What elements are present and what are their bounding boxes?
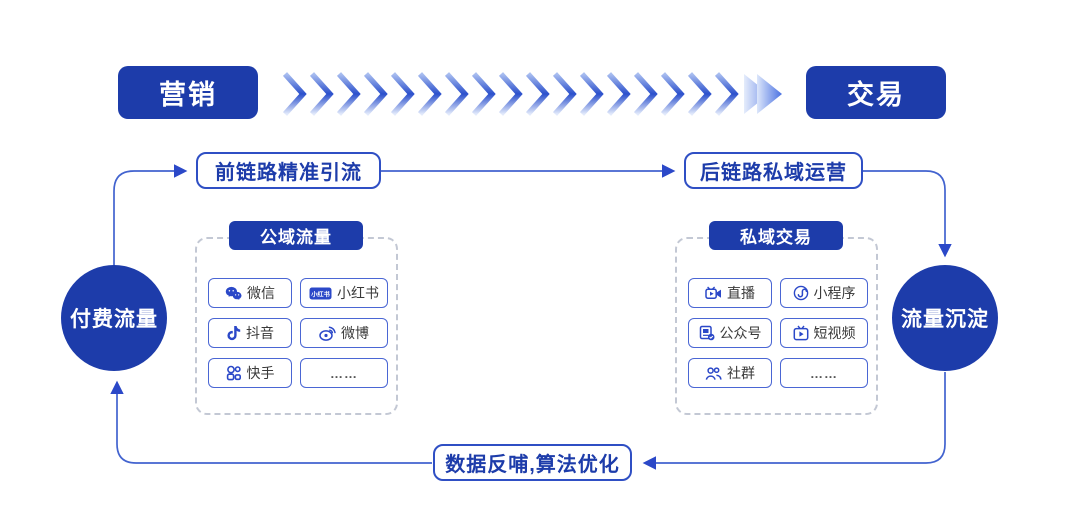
marketing-label: 营销	[159, 80, 217, 110]
live-icon	[705, 286, 721, 299]
traffic-retention-text: 流量沉淀	[901, 308, 989, 331]
chip-miniprogram-label: 小程序	[813, 285, 856, 301]
chip-kuaishou-label: 快手	[246, 365, 275, 381]
svg-text:小红书: 小红书	[310, 290, 330, 298]
front-link-text: 前链路精准引流	[215, 162, 362, 184]
chip-weibo-label: 微博	[341, 325, 369, 341]
chip-short-video: 短视频	[780, 318, 868, 348]
chip-public-more-label: ……	[330, 365, 358, 381]
private-trade-title: 私域交易	[709, 221, 843, 250]
public-traffic-title: 公域流量	[229, 221, 363, 250]
front-link-label: 前链路精准引流	[196, 152, 381, 189]
chip-weibo: 微博	[300, 318, 388, 348]
chip-xiaohongshu-label: 小红书	[337, 285, 379, 301]
paid-traffic-text: 付费流量	[70, 308, 158, 331]
back-link-label: 后链路私域运营	[684, 152, 863, 189]
marketing-button: 营销	[118, 66, 258, 119]
paid-traffic-node: 付费流量	[61, 265, 167, 371]
feedback-text: 数据反哺,算法优化	[445, 454, 620, 476]
chip-xiaohongshu: 小红书 小红书	[300, 278, 388, 308]
chip-official-account-label: 公众号	[719, 325, 762, 341]
chip-live-label: 直播	[727, 285, 755, 301]
chip-douyin-label: 抖音	[246, 325, 274, 341]
chip-kuaishou: 快手	[208, 358, 292, 388]
chip-wechat: 微信	[208, 278, 292, 308]
private-trade-chips: 直播 小程序 公众号 短视频	[688, 278, 868, 388]
weibo-icon	[319, 326, 336, 341]
flow-chevrons-icon	[282, 71, 782, 117]
wechat-icon	[225, 286, 242, 300]
chip-community: 社群	[688, 358, 772, 388]
traffic-retention-node: 流量沉淀	[892, 265, 998, 371]
chip-short-video-label: 短视频	[813, 325, 856, 341]
kuaishou-icon	[226, 365, 241, 381]
xiaohongshu-icon: 小红书	[309, 287, 332, 299]
chip-official-account: 公众号	[688, 318, 772, 348]
public-traffic-chips: 微信 小红书 小红书 抖音 微博	[208, 278, 388, 388]
chip-miniprogram: 小程序	[780, 278, 868, 308]
public-traffic-title-text: 公域流量	[260, 228, 332, 247]
official-account-icon	[699, 325, 714, 341]
chip-douyin: 抖音	[208, 318, 292, 348]
chip-live: 直播	[688, 278, 772, 308]
chip-wechat-label: 微信	[247, 285, 275, 301]
community-icon	[705, 366, 722, 380]
private-trade-title-text: 私域交易	[740, 228, 812, 247]
back-link-text: 后链路私域运营	[700, 162, 847, 184]
short-video-icon	[793, 325, 808, 341]
douyin-icon	[227, 326, 241, 341]
feedback-label: 数据反哺,算法优化	[433, 444, 632, 481]
chip-private-more-label: ……	[810, 365, 838, 381]
trade-label: 交易	[847, 80, 905, 110]
chip-private-more: ……	[780, 358, 868, 388]
chip-public-more: ……	[300, 358, 388, 388]
chip-community-label: 社群	[727, 365, 755, 381]
miniprogram-icon	[793, 285, 808, 301]
trade-button: 交易	[806, 66, 946, 119]
